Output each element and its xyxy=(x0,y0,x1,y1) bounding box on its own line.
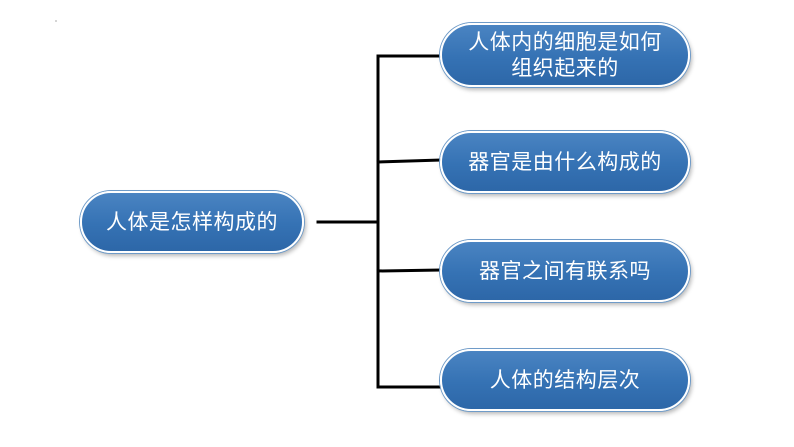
child-node-cell-organization: 人体内的细胞是如何组织起来的 xyxy=(440,23,690,87)
root-node: 人体是怎样构成的 xyxy=(80,191,304,253)
root-node-label: 人体是怎样构成的 xyxy=(106,210,278,234)
corner-dot-mark xyxy=(55,20,57,22)
child-node-organ-relations: 器官之间有联系吗 xyxy=(440,240,690,302)
child-node-label: 人体内的细胞是如何组织起来的 xyxy=(468,30,662,80)
child-node-label: 人体的结构层次 xyxy=(489,368,641,392)
branch-line-3 xyxy=(376,268,442,273)
child-node-structure-levels: 人体的结构层次 xyxy=(440,349,690,411)
child-node-label: 器官之间有联系吗 xyxy=(479,259,651,283)
child-node-label: 器官是由什么构成的 xyxy=(468,150,662,174)
branch-line-2 xyxy=(376,158,442,164)
child-node-organ-composition: 器官是由什么构成的 xyxy=(440,131,690,193)
